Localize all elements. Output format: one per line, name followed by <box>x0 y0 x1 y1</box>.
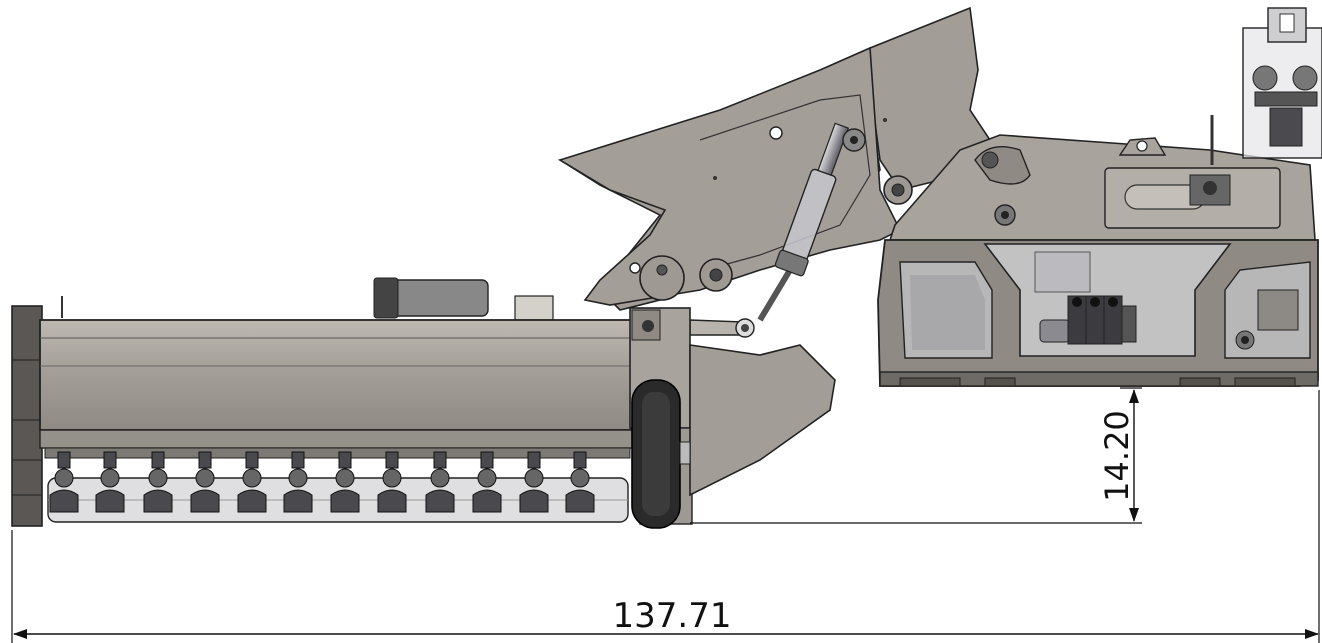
arm-inner-edge <box>699 94 871 271</box>
hitch-springs <box>1252 65 1318 147</box>
cylinder-top-pin <box>850 136 858 144</box>
flail-knives <box>49 451 595 513</box>
deck-hood <box>39 319 641 431</box>
pivot-bolt-3 <box>891 183 905 197</box>
pivot-bolt-1 <box>656 264 668 276</box>
hitch-top-slot <box>1279 13 1295 33</box>
tractor-mount-body <box>877 134 1319 387</box>
boom-arm-assembly <box>557 6 992 338</box>
swing-cam-pin <box>981 151 999 169</box>
cylinder-rod <box>817 122 850 176</box>
pivot-lug-1 <box>639 255 685 301</box>
skid-deflector <box>689 344 836 497</box>
roller-wheel <box>631 379 691 529</box>
hydraulic-cylinder <box>774 122 866 277</box>
arm-bolt-2 <box>713 176 717 180</box>
right-valve <box>1257 289 1299 331</box>
center-tank <box>1034 251 1091 293</box>
side-window-left-shade <box>910 275 985 350</box>
overall-length-label: 137.71 <box>613 596 732 636</box>
roller-tread <box>642 392 670 516</box>
arm-bolt-1 <box>883 118 887 122</box>
arm-hole-2 <box>629 262 641 274</box>
hydraulic-hose <box>757 268 793 322</box>
dimension-annotations: 137.71 14.20 <box>11 387 1320 643</box>
flail-deck <box>11 277 693 527</box>
pivot-bolt-2 <box>709 268 723 282</box>
cylinder-cap <box>774 249 809 277</box>
top-bracket <box>514 295 554 321</box>
cam-bolt-center <box>1001 211 1009 219</box>
roller-hub <box>679 441 691 465</box>
end-plate-bolt <box>642 320 654 332</box>
motor-flange <box>373 277 399 319</box>
mount-bump-hole <box>1136 140 1148 152</box>
arm-hole-1 <box>769 126 783 140</box>
hitch-tower <box>1210 7 1322 165</box>
base-rail-pads <box>899 377 1296 387</box>
deck-skirt-lower <box>44 447 631 459</box>
valve-stack <box>1039 295 1137 345</box>
end-plate-segments <box>12 359 42 496</box>
right-valve-knob-inner <box>1241 336 1249 344</box>
deck-end-plate-left <box>11 305 43 527</box>
deck-skirt <box>39 429 641 449</box>
valve-knob-top <box>1203 181 1217 195</box>
ground-clearance-label: 14.20 <box>1098 410 1136 502</box>
link-rod-pin <box>741 324 749 332</box>
